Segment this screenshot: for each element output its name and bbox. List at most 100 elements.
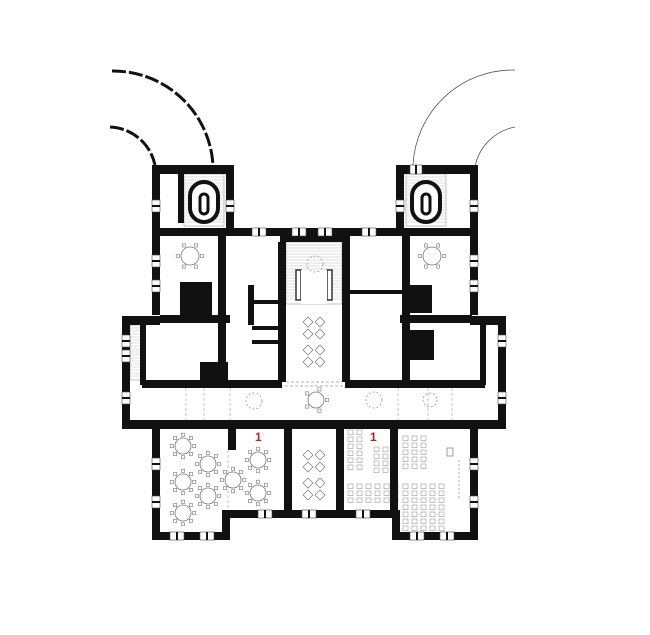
seat [411,449,418,455]
chair [217,462,222,466]
seat [438,504,445,510]
lectern [446,447,454,457]
entrance-curve-left-outer [111,69,215,166]
wall [345,380,485,388]
chair [198,470,202,474]
round-table [194,482,222,510]
chair [194,243,199,248]
square-table [302,461,314,473]
round-table [169,432,197,460]
seat [402,511,409,517]
chair [169,511,174,515]
seat [365,490,372,496]
room-label-1-right: 1 [370,430,377,444]
chair [200,254,205,258]
window [469,457,479,471]
square-table [302,477,314,489]
chair [239,486,243,490]
chair [256,479,260,484]
wall [248,285,254,325]
seat [402,435,409,441]
seat [383,497,390,503]
square-table [314,461,326,473]
lecture-seats-d [402,435,427,469]
chair [181,491,185,496]
seat [420,504,427,510]
square-table [314,477,326,489]
seat [420,435,427,441]
seat [429,504,436,510]
seat [438,490,445,496]
wall [160,315,230,323]
chair [231,489,235,494]
square-table [302,489,314,501]
chair [244,491,249,495]
chair [217,494,222,498]
chair [206,482,210,487]
seat [347,429,354,435]
grand-staircase [285,241,343,305]
seat [382,467,389,473]
window [469,199,479,213]
chair [264,499,268,503]
seat [411,490,418,496]
round-table [244,479,272,507]
chair [182,264,186,269]
chair [436,243,441,248]
square-table [314,356,326,368]
dashed-table [365,391,383,409]
wall [180,282,212,316]
wall [152,165,234,174]
chair [173,503,177,507]
window [291,227,307,237]
seat [420,518,427,524]
window [395,199,405,213]
seat [411,518,418,524]
square-table [314,344,326,356]
chair [256,446,260,451]
window [409,164,423,175]
chair [305,404,309,409]
seat [429,490,436,496]
round-table [169,499,197,527]
chair [194,264,199,269]
lecture-seats-a [347,429,363,470]
wall [470,316,506,325]
chair [219,478,224,482]
chair [248,483,252,487]
round-table [194,450,222,478]
seat [356,436,363,442]
square-table [302,356,314,368]
chair [173,519,177,523]
chair [223,470,227,474]
wall [350,290,402,294]
wall [200,362,228,380]
window [469,254,479,268]
seat [347,464,354,470]
seat [402,525,409,531]
chair [182,243,186,248]
window [497,391,507,405]
wall [284,420,292,518]
seat [402,456,409,462]
seat [438,497,445,503]
window [257,509,273,519]
wall [342,242,350,382]
seat [402,504,409,510]
window [317,227,333,237]
chair [244,458,249,462]
lecture-seats-e [402,483,445,531]
seat [347,497,354,503]
wall [336,420,344,518]
chair [194,462,199,466]
chair [173,452,177,456]
seat [374,490,381,496]
square-table [314,316,326,328]
chair [206,505,210,510]
window [151,279,161,293]
dashed-table [306,255,324,273]
seat [373,446,380,452]
chair [181,455,185,460]
chair [267,458,272,462]
wall [218,236,226,386]
